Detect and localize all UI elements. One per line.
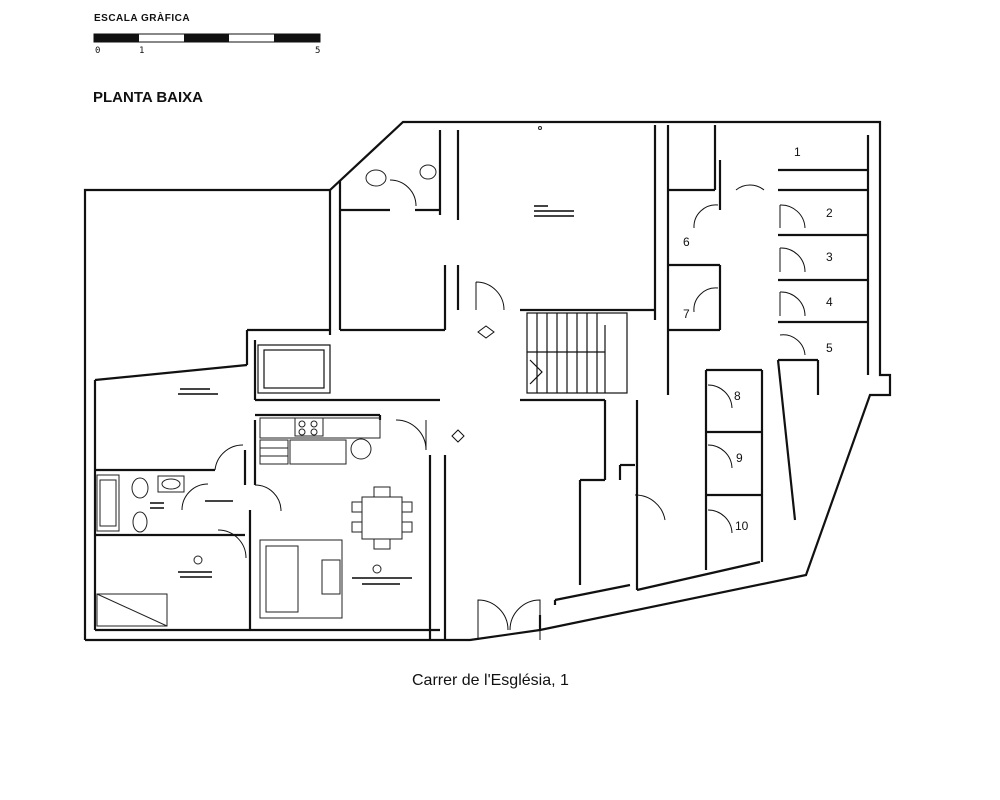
- unit-label-2: 2: [826, 206, 833, 220]
- wc-fixtures: [365, 126, 542, 187]
- unit-label-6: 6: [683, 235, 690, 249]
- unit-label-1: 1: [794, 145, 801, 159]
- elevator: [257, 344, 331, 394]
- unit-label-9: 9: [736, 451, 743, 465]
- scale-tick-5: 5: [315, 46, 321, 56]
- unit-label-8: 8: [734, 389, 741, 403]
- building-outline: [83, 120, 892, 642]
- bathroom-fixtures: [96, 474, 185, 627]
- storage-unit-labels: 1 2 3 4 5 6 7 8 9 10: [683, 145, 833, 533]
- unit-label-10: 10: [735, 519, 749, 533]
- street-address: Carrer de l'Església, 1: [412, 672, 569, 689]
- unit-label-3: 3: [826, 250, 833, 264]
- unit-label-5: 5: [826, 341, 833, 355]
- kitchen-fixtures: [259, 417, 381, 465]
- unit-label-7: 7: [683, 307, 690, 321]
- scale-tick-0: 0: [95, 46, 101, 56]
- scale-tick-1: 1: [139, 46, 145, 56]
- room-annotations: [150, 205, 574, 585]
- doors: [181, 179, 806, 640]
- unit-label-4: 4: [826, 295, 833, 309]
- dining-set: [351, 486, 413, 550]
- scale-bar: [93, 33, 321, 43]
- staircase: [526, 312, 628, 394]
- plan-title: PLANTA BAIXA: [93, 89, 203, 106]
- interior-walls: [93, 125, 870, 640]
- scale-bar-title: ESCALA GRÀFICA: [94, 13, 191, 24]
- sofa: [259, 539, 343, 619]
